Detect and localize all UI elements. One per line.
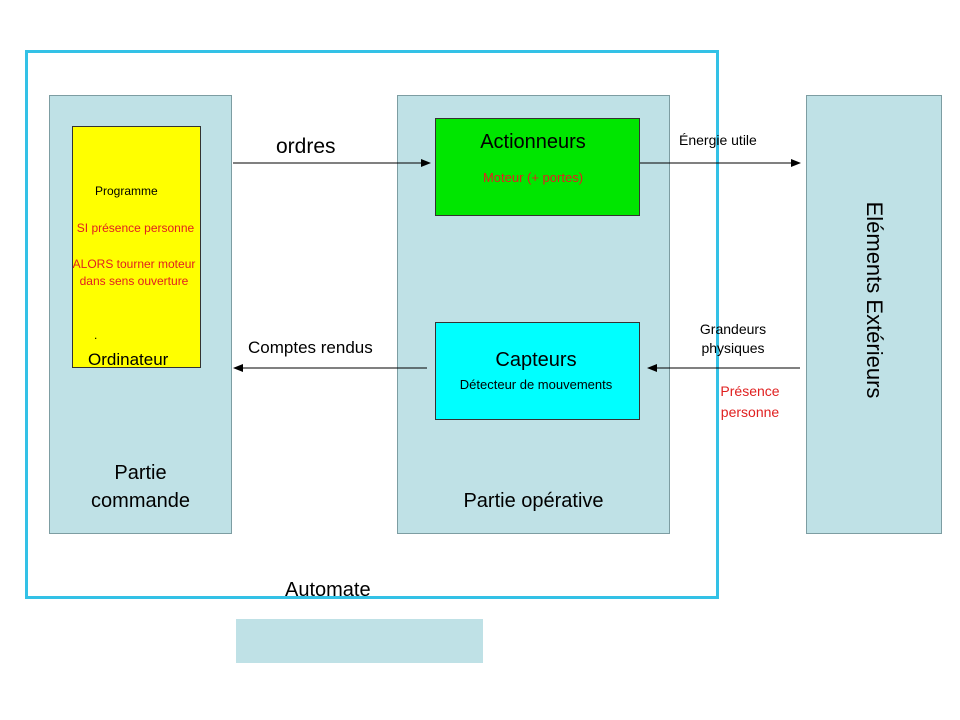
grandeurs-label-line2: physiques	[701, 340, 765, 356]
automate-label: Automate	[285, 579, 371, 601]
capteurs-subtitle: Détecteur de mouvements	[459, 377, 613, 392]
presence-label-line2: personne	[720, 404, 780, 420]
action-text-line1: ALORS tourner moteur	[72, 257, 196, 271]
partie-commande-label-line2: commande	[91, 490, 190, 512]
presence-label-line1: Présence	[720, 383, 780, 399]
ordinateur-dot: .	[94, 328, 98, 342]
energie-utile-label: Énergie utile	[679, 132, 757, 148]
ordinateur-label: Ordinateur	[88, 350, 169, 369]
capteurs-title: Capteurs	[495, 349, 577, 371]
ordres-label: ordres	[276, 135, 336, 158]
ordinateur-box	[72, 126, 201, 368]
grandeurs-label-line1: Grandeurs	[699, 321, 767, 337]
action-text-line2: dans sens ouverture	[79, 274, 189, 288]
bottom-placeholder-box	[236, 619, 483, 663]
partie-operative-label: Partie opérative	[463, 490, 604, 512]
condition-text: SI présence personne	[76, 221, 195, 235]
comptes-rendus-label: Comptes rendus	[248, 338, 373, 357]
actionneurs-title: Actionneurs	[480, 131, 586, 153]
elements-exterieurs-panel	[806, 95, 942, 534]
automate-frame	[25, 50, 719, 599]
capteurs-box	[435, 322, 640, 420]
actionneurs-box	[435, 118, 640, 216]
actionneurs-subtitle: Moteur (+ portes)	[482, 170, 584, 185]
partie-commande-label-line1: Partie	[114, 462, 167, 484]
programme-label: Programme	[95, 184, 158, 198]
